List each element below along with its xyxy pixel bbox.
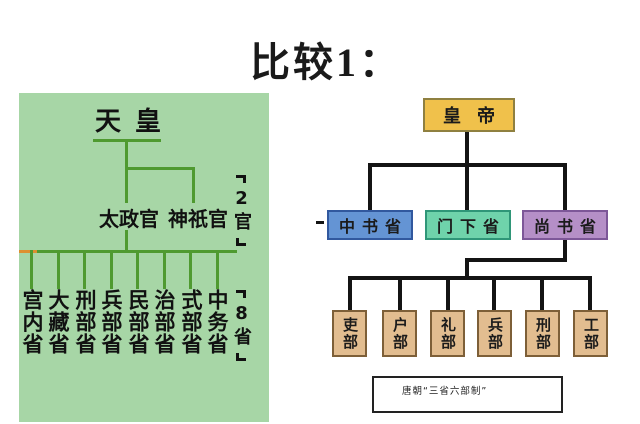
connector-line	[368, 163, 372, 210]
bracket-bottom-icon	[236, 353, 246, 361]
connector-line	[540, 276, 544, 312]
connector-line	[125, 167, 128, 203]
connector-line	[465, 163, 469, 210]
japan-ministry-hyobusho: 兵部省	[99, 289, 123, 355]
tang-caption-box: 唐朝“三省六部制”	[372, 376, 563, 413]
dept-zhongshusheng: 中书省	[327, 210, 413, 240]
badge-2-kan-label: 2官	[231, 188, 252, 233]
japan-ministry-gyobusho: 刑部省	[73, 289, 97, 355]
ministry-bingbu-war: 兵部	[477, 310, 512, 357]
ministry-libu-personnel: 吏部	[332, 310, 367, 357]
bracket-top-icon	[236, 175, 246, 183]
stray-dash	[316, 221, 324, 224]
connector-line	[83, 250, 86, 289]
japan-emperor-label: 天皇	[95, 107, 176, 137]
council-dajokan: 太政官	[99, 207, 159, 231]
tang-emperor-box: 皇帝	[423, 98, 515, 132]
tang-caption-label: 唐朝“三省六部制”	[402, 386, 488, 397]
slide-title: 比较1：	[250, 40, 402, 85]
badge-8-sho: 8省	[229, 290, 253, 361]
ministries-bus-accent	[19, 250, 37, 253]
connector-line	[136, 250, 139, 289]
japan-ministry-okurasho: 大藏省	[46, 289, 70, 355]
japan-chart-panel: 天皇 太政官 神祇官 宫内省 大藏省 刑部省 兵部省 民部省 治部省 式部省 中…	[19, 93, 269, 422]
connector-line	[398, 276, 402, 312]
connector-line	[30, 250, 33, 289]
japan-ministry-minbusho: 民部省	[126, 289, 150, 355]
ministries-bus-line	[348, 276, 592, 280]
japan-ministry-jibusho: 治部省	[152, 289, 176, 355]
connector-line	[492, 276, 496, 312]
japan-councils-row: 太政官 神祇官	[99, 203, 228, 232]
connector-line	[465, 258, 567, 262]
japan-ministry-shikibusho: 式部省	[179, 289, 203, 355]
ministries-bus-line	[19, 250, 237, 253]
connector-line	[216, 250, 219, 289]
bracket-bottom-icon	[236, 238, 246, 246]
bracket-top-icon	[236, 290, 246, 298]
dept-menxiasheng: 门下省	[425, 210, 511, 240]
connector-line	[125, 167, 195, 170]
connector-line	[163, 250, 166, 289]
ministry-libu-rites: 礼部	[430, 310, 465, 357]
council-jingikan: 神祇官	[168, 207, 228, 231]
japan-ministry-nakatsukasasho: 中务省	[205, 289, 229, 355]
tang-chart: 皇帝 中书省 门下省 尚书省 吏部 户部 礼部 兵部 刑部 工部 唐朝“三	[300, 90, 635, 420]
connector-line	[465, 258, 469, 280]
badge-8-sho-label: 8省	[231, 303, 252, 348]
connector-line	[110, 250, 113, 289]
connector-line	[348, 276, 352, 312]
connector-line	[189, 250, 192, 289]
japan-ministry-kunaisho: 宫内省	[20, 289, 44, 355]
connector-line	[446, 276, 450, 312]
ministry-gongbu-works: 工部	[573, 310, 608, 357]
dept-shangshusheng: 尚书省	[522, 210, 608, 240]
connector-line	[465, 132, 469, 165]
emperor-underline	[93, 139, 161, 142]
connector-line	[57, 250, 60, 289]
ministry-hubu-revenue: 户部	[382, 310, 417, 357]
connector-line	[588, 276, 592, 312]
badge-2-kan: 2官	[229, 175, 253, 246]
ministry-xingbu-justice: 刑部	[525, 310, 560, 357]
connector-line	[563, 240, 567, 262]
connector-line	[125, 141, 128, 169]
connector-line	[563, 163, 567, 210]
connector-line	[125, 230, 128, 252]
connector-line	[192, 167, 195, 203]
